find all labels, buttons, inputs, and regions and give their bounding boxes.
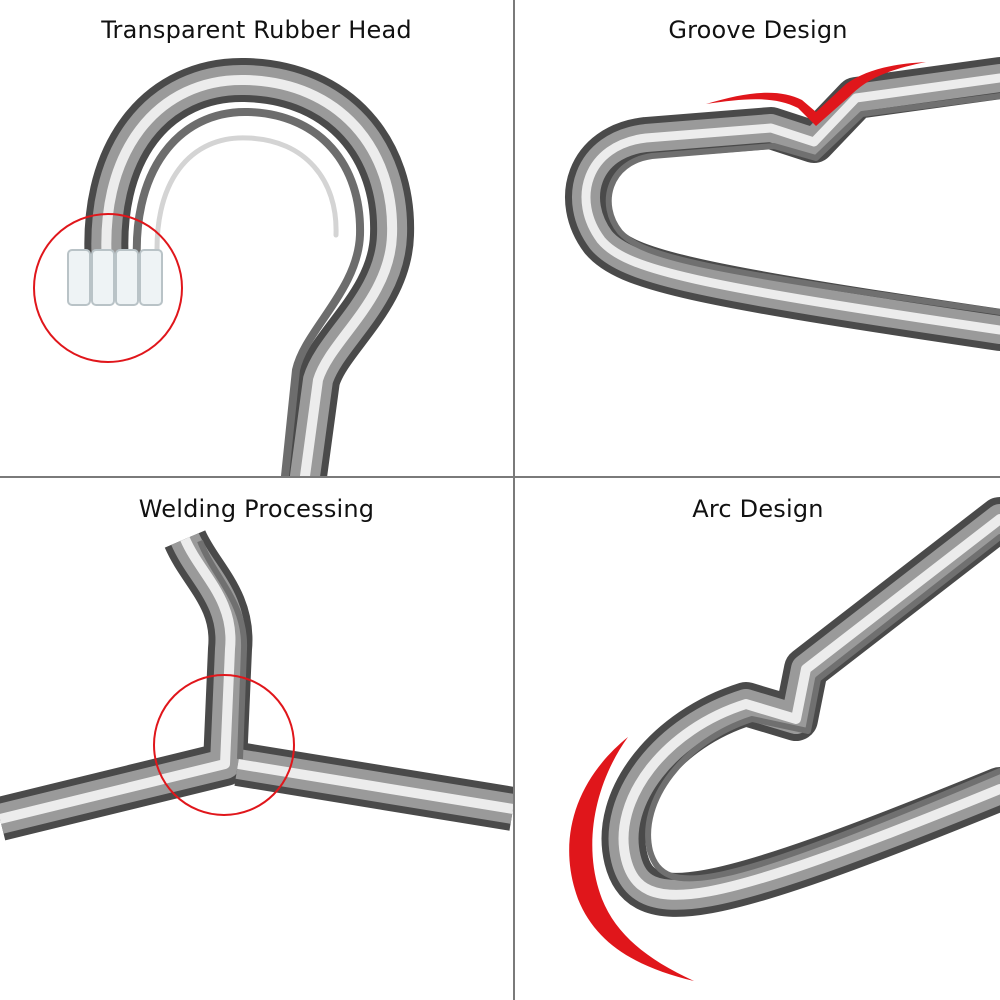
panel-welding: Welding Processing	[0, 479, 513, 1000]
panel-groove: Groove Design	[516, 0, 1000, 476]
caption-rubber-head: Transparent Rubber Head	[101, 16, 412, 44]
hanger-hook-with-rubber-tip-icon	[33, 57, 415, 476]
caption-welding: Welding Processing	[138, 495, 375, 523]
hanger-weld-joint-icon	[0, 529, 513, 841]
caption-arc: Arc Design	[692, 495, 824, 523]
hanger-groove-notch-icon	[565, 57, 1000, 351]
caption-groove: Groove Design	[668, 16, 848, 44]
hanger-arc-curve-icon	[569, 497, 1000, 981]
vertical-divider	[513, 0, 515, 1000]
panel-rubber-head: Transparent Rubber Head	[0, 0, 513, 476]
horizontal-divider	[0, 476, 1000, 478]
panel-arc: Arc Design	[516, 479, 1000, 1000]
